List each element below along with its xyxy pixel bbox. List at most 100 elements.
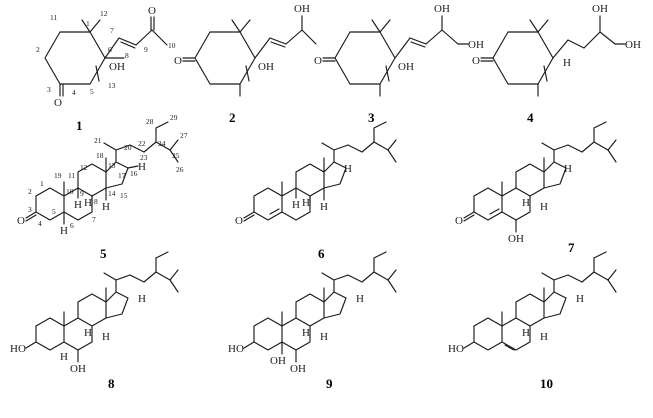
compound-label-8: 8	[108, 376, 115, 391]
hydrogen-atom: H	[84, 197, 92, 209]
structure-7: O OH H H H 7	[455, 121, 617, 255]
hydroxyl-group: OH	[294, 3, 310, 15]
compound-label-4: 4	[527, 110, 534, 125]
hydrogen-atom: H	[563, 57, 571, 69]
carbonyl-oxygen: O	[235, 215, 243, 227]
hydroxyl-group: OH	[592, 3, 608, 15]
carbon-number-20: 20	[124, 143, 132, 152]
hydroxyl-group: HO	[448, 343, 464, 355]
compound-label-5: 5	[100, 246, 107, 261]
carbon-number-14: 14	[108, 189, 116, 198]
hydroxyl-group: HO	[10, 343, 26, 355]
hydrogen-atom: H	[320, 201, 328, 213]
hydrogen-atom: H	[102, 201, 110, 213]
hydroxyl-group: OH	[434, 3, 450, 15]
carbon-number-4: 4	[72, 88, 76, 97]
hydrogen-atom: H	[522, 197, 530, 209]
carbon-number-6: 6	[70, 221, 74, 230]
carbon-number-5: 5	[52, 207, 56, 216]
hydroxyl-group: OH	[109, 61, 125, 73]
compound-label-3: 3	[368, 110, 375, 125]
hydrogen-atom: H	[292, 199, 300, 211]
hydroxyl-group: OH	[270, 355, 286, 367]
hydrogen-atom: H	[344, 163, 352, 175]
hydrogen-atom: H	[84, 327, 92, 339]
carbon-number-16: 16	[130, 169, 138, 178]
carbon-number-13: 13	[108, 161, 116, 170]
structure-4: O H OH OH 4	[472, 3, 641, 125]
carbon-number-19: 19	[54, 171, 62, 180]
hydrogen-atom: H	[564, 163, 572, 175]
hydrogen-atom: H	[302, 197, 310, 209]
structure-3: O OH OH OH 3	[314, 3, 484, 125]
carbon-number-15: 15	[120, 191, 128, 200]
carbon-number-1: 1	[40, 179, 44, 188]
hydroxyl-group: OH	[508, 233, 524, 245]
hydrogen-atom: H	[302, 327, 310, 339]
carbonyl-oxygen: O	[17, 215, 25, 227]
carbon-number-3: 3	[28, 205, 32, 214]
hydroxyl-group: OH	[398, 61, 414, 73]
carbon-number-29: 29	[170, 113, 178, 122]
compound-label-2: 2	[229, 110, 236, 125]
carbon-number-9: 9	[80, 189, 84, 198]
carbon-number-11: 11	[68, 171, 75, 180]
carbon-number-2: 2	[36, 45, 40, 54]
carbon-number-7: 7	[110, 26, 114, 35]
carbon-number-2: 2	[28, 187, 32, 196]
hydrogen-atom: H	[356, 293, 364, 305]
structure-6: O H H H H 6	[235, 121, 397, 261]
carbonyl-oxygen: O	[472, 55, 480, 67]
carbon-number-4: 4	[38, 219, 42, 228]
carbon-number-8: 8	[125, 51, 129, 60]
hydrogen-atom: H	[60, 351, 68, 363]
hydrogen-atom: H	[576, 293, 584, 305]
carbon-number-28: 28	[146, 117, 154, 126]
compound-label-10: 10	[540, 376, 553, 391]
ketone-oxygen: O	[148, 5, 156, 17]
carbonyl-oxygen: O	[54, 97, 62, 109]
hydroxyl-group: OH	[468, 39, 484, 51]
hydroxyl-group: OH	[625, 39, 641, 51]
carbon-number-26: 26	[176, 165, 184, 174]
carbon-number-22: 22	[138, 139, 146, 148]
hydrogen-atom: H	[138, 293, 146, 305]
carbonyl-oxygen: O	[455, 215, 463, 227]
carbon-number-1: 1	[86, 19, 90, 28]
hydroxyl-group: HO	[228, 343, 244, 355]
carbon-number-11: 11	[50, 13, 57, 22]
carbon-number-21: 21	[94, 136, 102, 145]
hydrogen-atom: H	[540, 201, 548, 213]
hydroxyl-group: OH	[258, 61, 274, 73]
carbon-number-5: 5	[90, 87, 94, 96]
hydrogen-atom: H	[60, 225, 68, 237]
carbon-number-10: 10	[168, 41, 176, 50]
carbon-number-9: 9	[144, 45, 148, 54]
carbon-number-24: 24	[158, 139, 166, 148]
compound-label-7: 7	[568, 240, 575, 255]
carbon-number-18: 18	[96, 151, 104, 160]
carbonyl-oxygen: O	[174, 55, 182, 67]
carbon-number-23: 23	[140, 153, 148, 162]
structure-1: 11 1 12 7 2 6 8 9 10 3 4 5 13 O O OH 1	[36, 5, 176, 133]
hydroxyl-group: OH	[290, 363, 306, 375]
hydroxyl-group: OH	[70, 363, 86, 375]
structure-2: O OH OH 2	[174, 3, 317, 125]
hydrogen-atom: H	[74, 199, 82, 211]
hydrogen-atom: H	[102, 331, 110, 343]
carbon-number-3: 3	[47, 85, 51, 94]
hydrogen-atom: H	[138, 161, 146, 173]
carbon-number-7: 7	[92, 215, 96, 224]
carbon-number-10: 10	[66, 187, 74, 196]
compound-label-9: 9	[326, 376, 333, 391]
carbon-number-13: 13	[108, 81, 116, 90]
carbon-number-25: 25	[172, 151, 180, 160]
carbonyl-oxygen: O	[314, 55, 322, 67]
carbon-number-12: 12	[100, 9, 108, 18]
carbon-number-27: 27	[180, 131, 188, 140]
carbon-number-6: 6	[108, 45, 112, 54]
carbon-number-17: 17	[118, 171, 126, 180]
structure-5: O 19 18 21 20 22 23 24 25 26 27 28 29 12…	[17, 113, 188, 261]
